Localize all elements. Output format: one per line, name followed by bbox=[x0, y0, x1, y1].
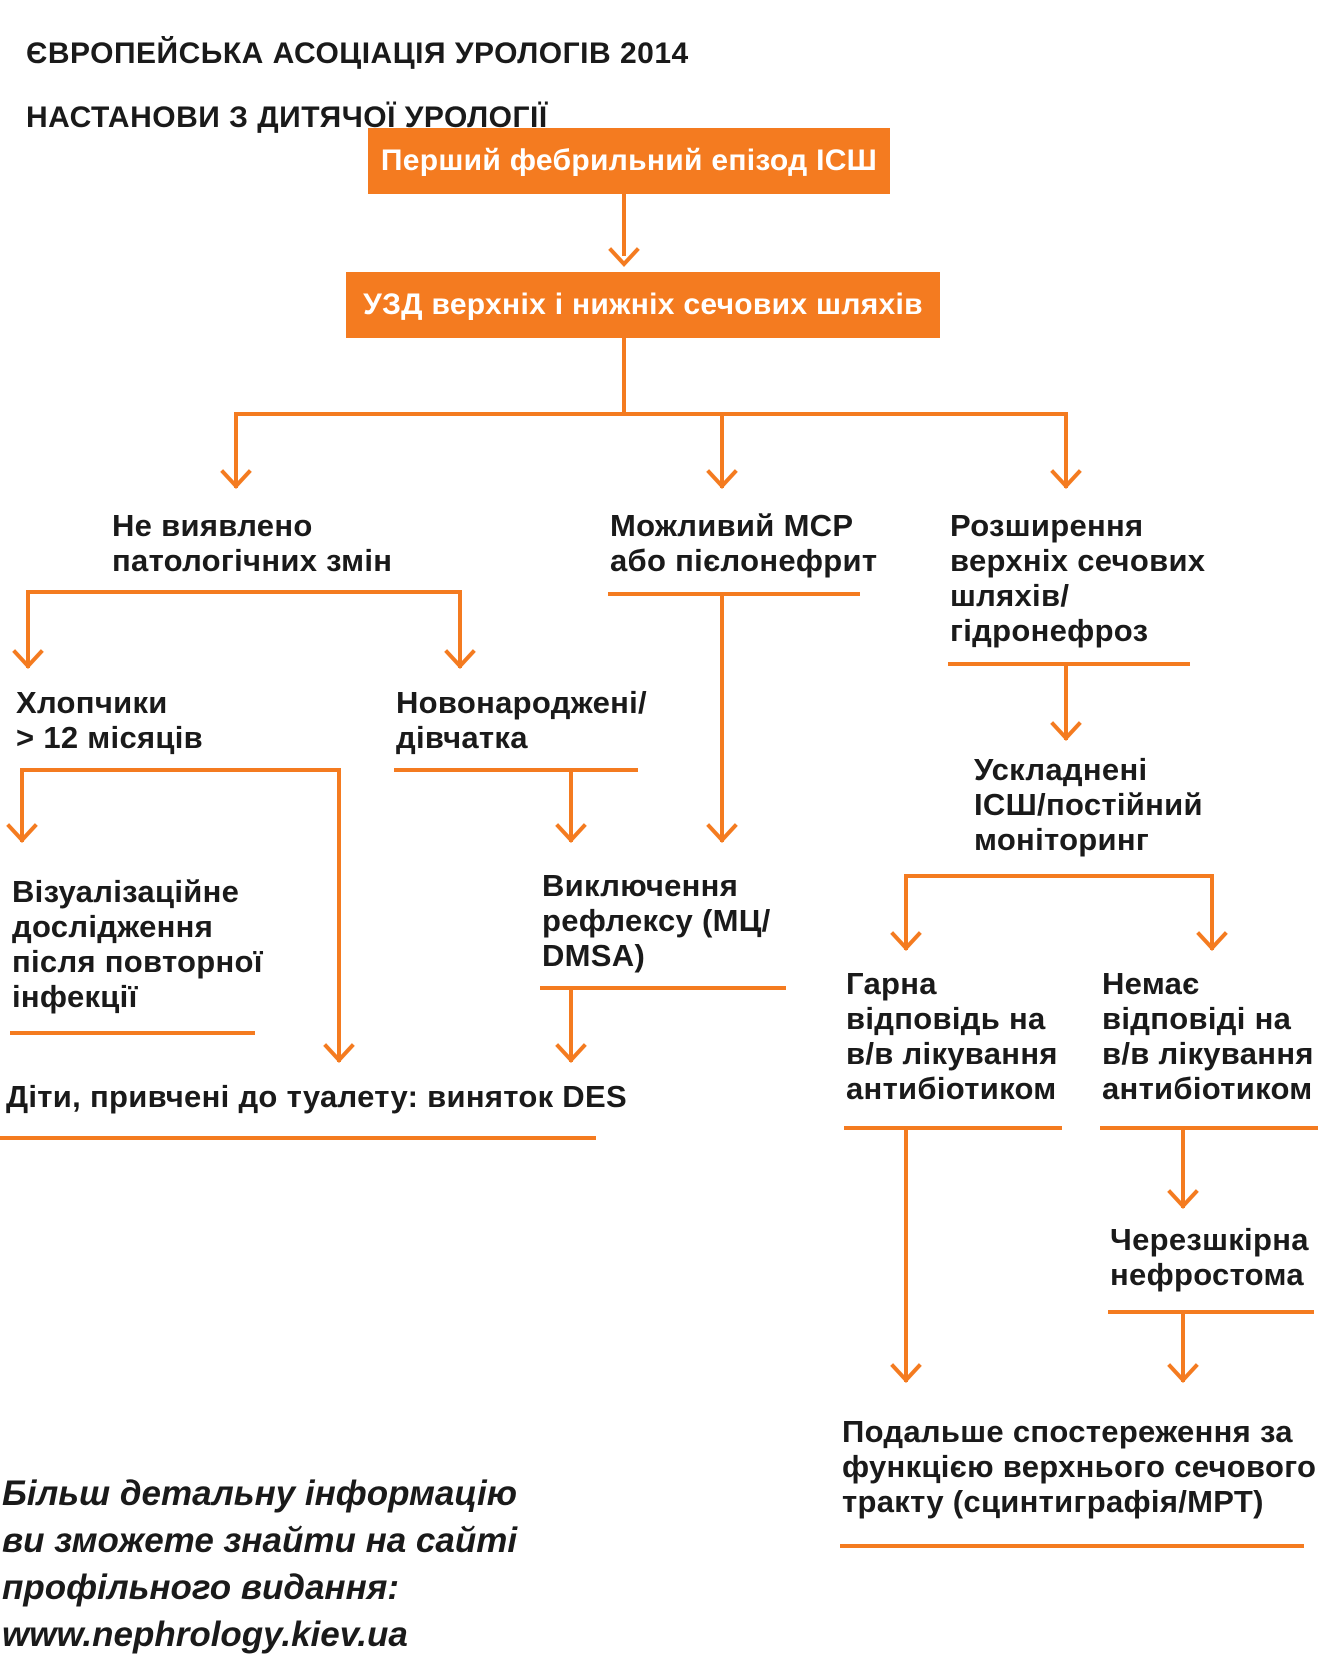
possible-vur-node: Можливий МСР або пієлонефрит bbox=[610, 508, 878, 578]
arrowhead bbox=[6, 823, 38, 843]
arrowhead bbox=[555, 1043, 587, 1063]
arrowhead bbox=[220, 469, 252, 489]
arrowhead bbox=[1167, 1189, 1199, 1209]
no-response-node: Немає відповіді на в/в лікування антибіо… bbox=[1102, 966, 1314, 1106]
arrowhead bbox=[323, 1043, 355, 1063]
arrowhead bbox=[555, 823, 587, 843]
boys-node: Хлопчики > 12 місяців bbox=[16, 685, 204, 755]
arrowhead bbox=[444, 649, 476, 669]
first-episode-box: Перший фебрильний епізод ІСШ bbox=[368, 128, 890, 194]
toilet-trained-node: Діти, привчені до туалету: виняток DES bbox=[6, 1079, 627, 1114]
page-title-line1: ЄВРОПЕЙСЬКА АСОЦІАЦІЯ УРОЛОГІВ 2014 bbox=[26, 37, 689, 70]
nephrostomy-node: Черезшкірна нефростома bbox=[1110, 1222, 1309, 1292]
complicated-node: Ускладнені ІСШ/постійний моніторинг bbox=[974, 752, 1203, 857]
page-title-line2: НАСТАНОВИ З ДИТЯЧОЇ УРОЛОГІЇ bbox=[26, 101, 548, 134]
arrowhead bbox=[1167, 1363, 1199, 1383]
arrowhead bbox=[1050, 721, 1082, 741]
footer-note: Більш детальну інформацію ви зможете зна… bbox=[2, 1474, 518, 1654]
arrowhead bbox=[1196, 931, 1228, 951]
page-title: ЄВРОПЕЙСЬКА АСОЦІАЦІЯ УРОЛОГІВ 2014 НАСТ… bbox=[26, 6, 689, 166]
no-changes-node: Не виявлено патологічних змін bbox=[112, 508, 393, 578]
follow-up-node: Подальше спостереження за функцією верхн… bbox=[842, 1414, 1317, 1519]
ultrasound-box: УЗД верхніх і нижніх сечових шляхів bbox=[346, 272, 940, 338]
good-response-node: Гарна відповідь на в/в лікування антибіо… bbox=[846, 966, 1058, 1106]
arrowhead bbox=[706, 469, 738, 489]
newborn-girls-node: Новонароджені/ дівчатка bbox=[396, 685, 647, 755]
arrowhead bbox=[890, 931, 922, 951]
arrowhead bbox=[12, 649, 44, 669]
arrowhead bbox=[1050, 469, 1082, 489]
arrowhead bbox=[706, 823, 738, 843]
dilation-node: Розширення верхніх сечових шляхів/ гідро… bbox=[950, 508, 1206, 648]
reflux-exclusion-node: Виключення рефлексу (МЦ/ DMSA) bbox=[542, 868, 771, 973]
arrowhead bbox=[608, 247, 640, 267]
imaging-after-node: Візуалізаційне дослідження після повторн… bbox=[12, 874, 263, 1014]
arrowhead bbox=[890, 1363, 922, 1383]
